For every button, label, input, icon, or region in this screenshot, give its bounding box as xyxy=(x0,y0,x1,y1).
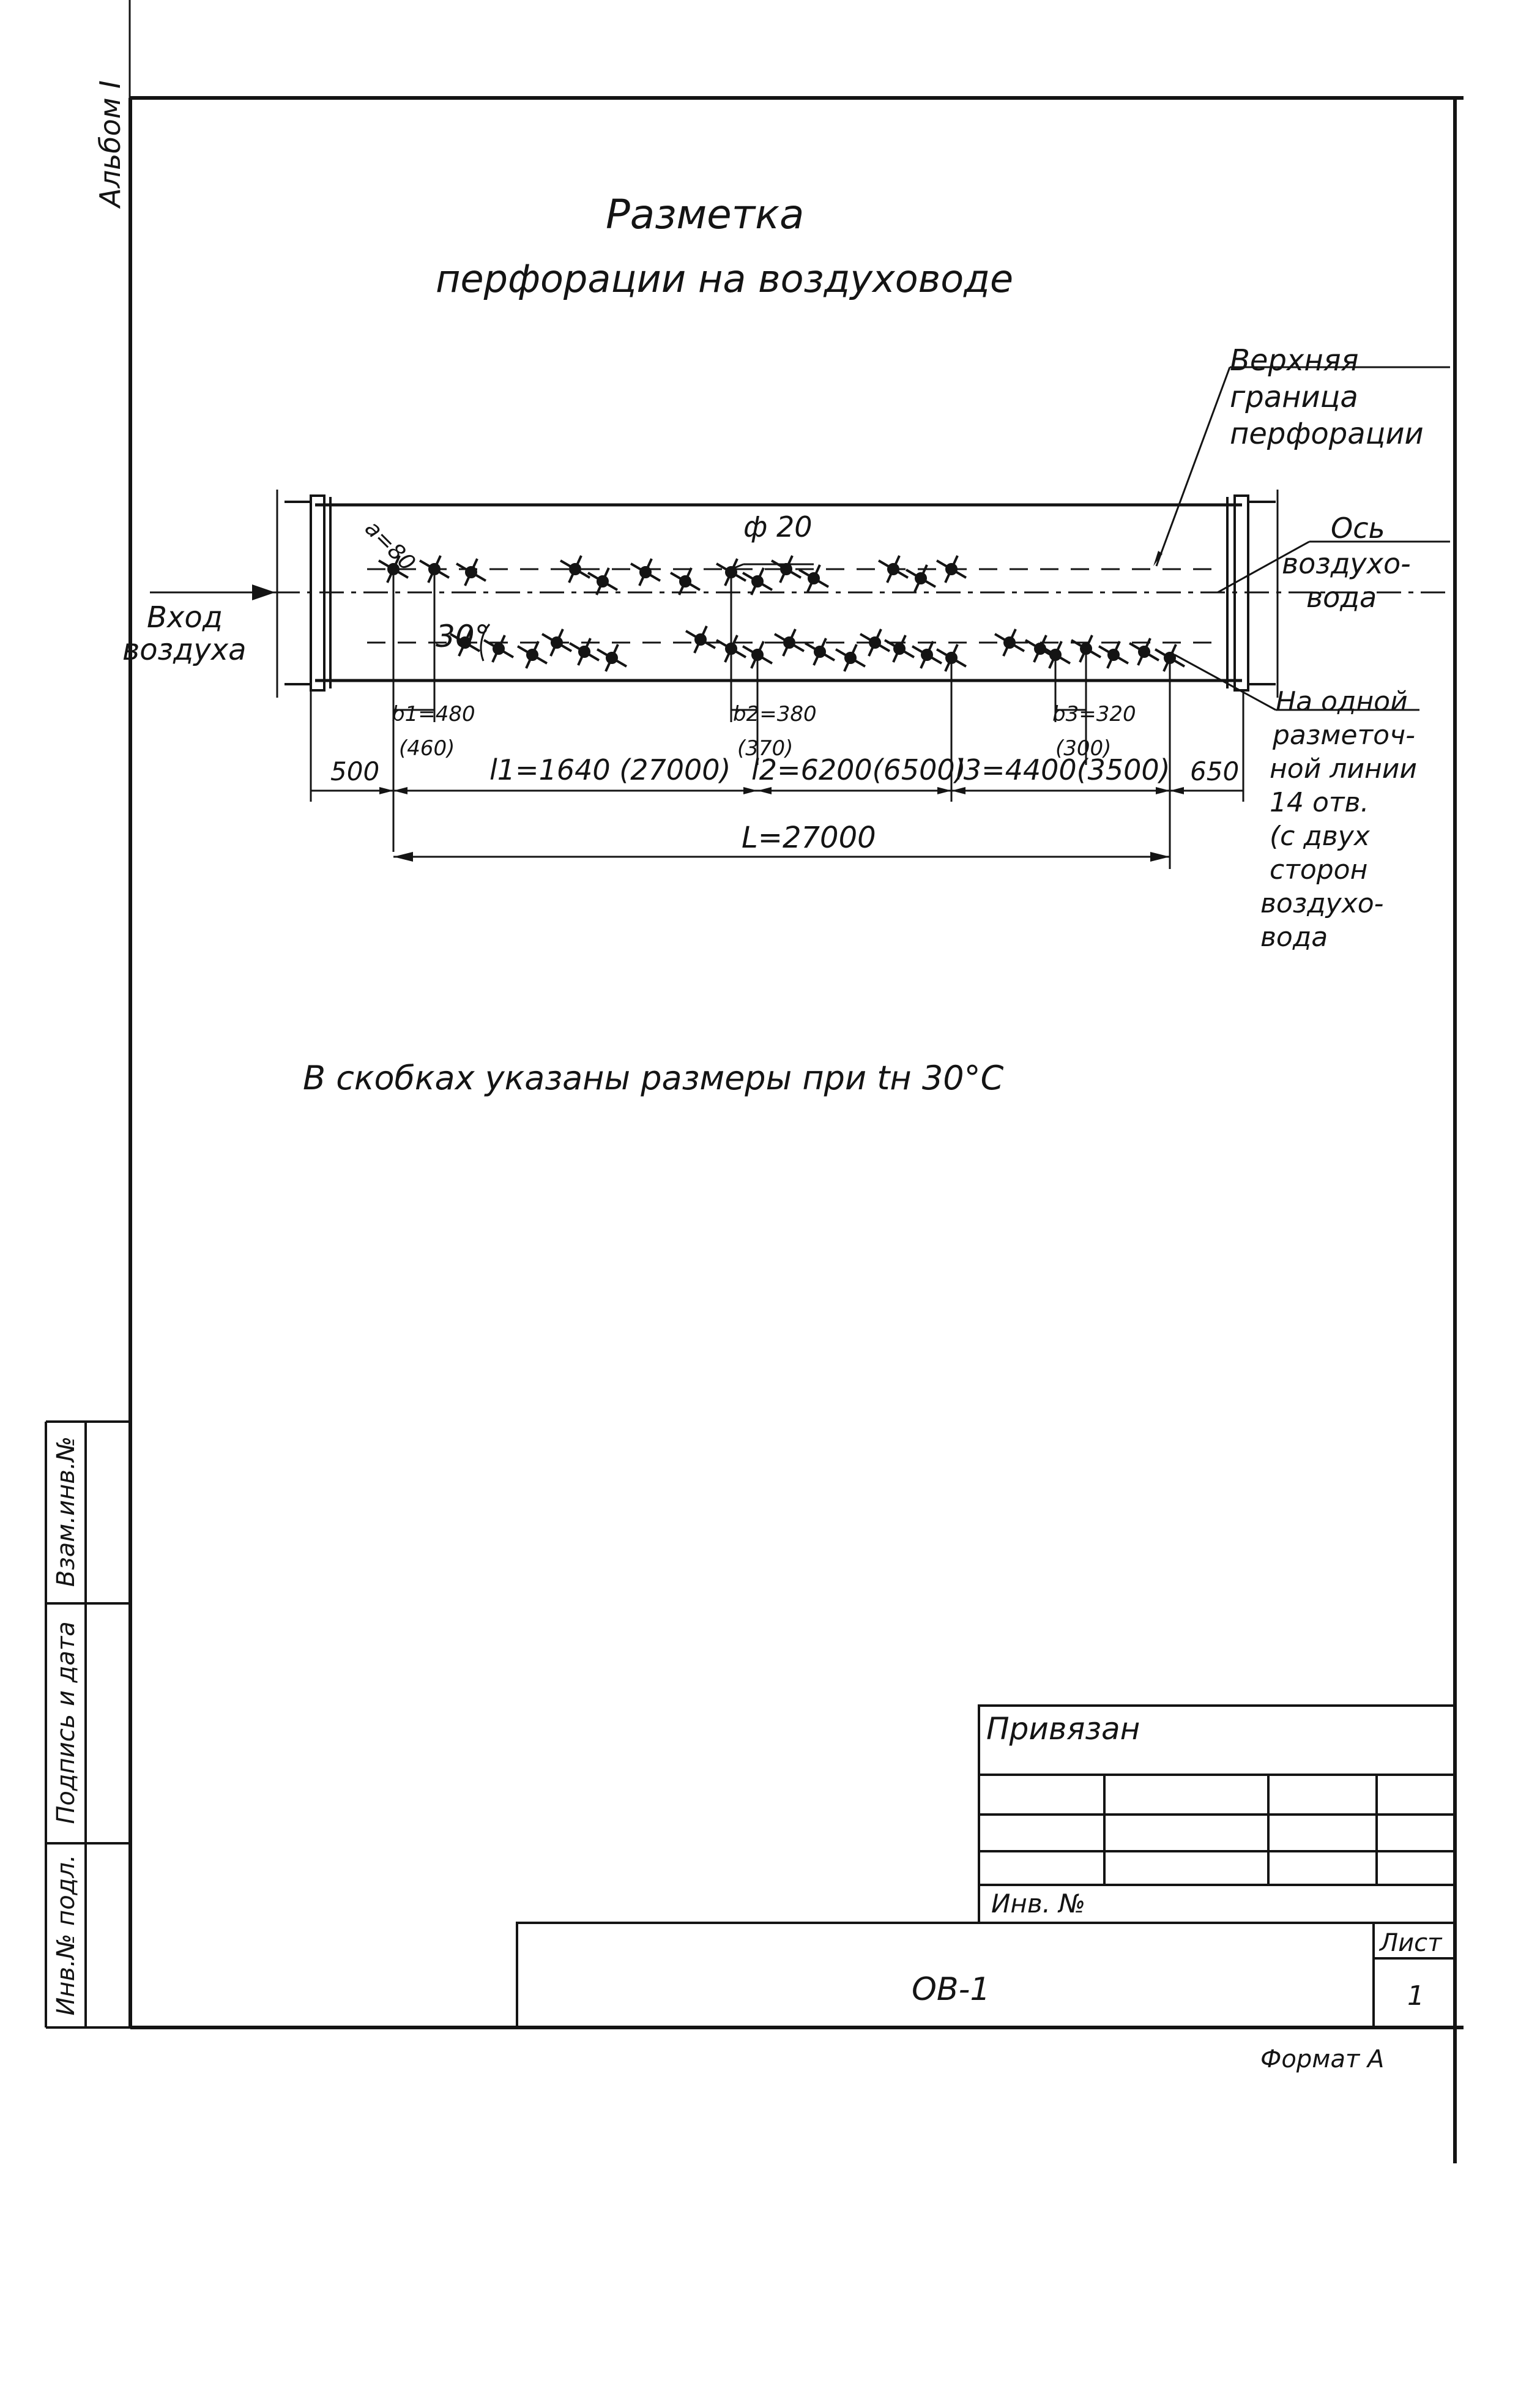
perforation-hole-mark xyxy=(568,555,582,583)
dim-angle: 30° xyxy=(436,619,490,654)
dim-l3: l3=4400(3500) xyxy=(956,753,1170,786)
perforation-hole-mark xyxy=(1048,641,1063,669)
left-flange xyxy=(310,494,325,692)
leader-upper xyxy=(1155,367,1231,567)
perforation-hole-mark xyxy=(750,641,765,669)
dim-arrow xyxy=(757,787,772,794)
dim-b2: b2=380 xyxy=(733,702,817,726)
perforation-hole-mark xyxy=(920,641,934,669)
dim-arrow xyxy=(393,852,413,862)
dim-b1-alt: (460) xyxy=(399,736,455,761)
dim-arrow xyxy=(1156,787,1170,794)
perforation-hole-mark xyxy=(491,635,506,663)
perforation-hole-mark xyxy=(1137,638,1151,666)
perforation-hole-mark xyxy=(782,629,797,657)
title-line2: перфорации на воздуховоде xyxy=(436,256,1014,301)
dim-arrow xyxy=(951,787,965,794)
perforation-hole-mark xyxy=(525,641,540,669)
inlet-arrow-head xyxy=(252,584,275,600)
perforation-hole-mark xyxy=(724,635,738,663)
album-label: Альбом I xyxy=(94,80,127,207)
perforation-hole-mark xyxy=(693,625,708,654)
leader-oneline xyxy=(1174,654,1276,711)
dim-b3-alt: (300) xyxy=(1055,736,1112,761)
perforation-hole-mark xyxy=(1106,641,1121,669)
perforation-hole-mark xyxy=(750,567,765,595)
perforation-hole-mark xyxy=(1002,629,1017,657)
stamp-privyazan: Привязан xyxy=(986,1711,1140,1747)
dim-arrow xyxy=(393,787,407,794)
perforation-hole-mark xyxy=(944,555,959,583)
perforation-hole-mark xyxy=(1033,635,1047,663)
perforation-hole-mark xyxy=(886,555,901,583)
dim-l1: l1=1640 (27000) xyxy=(489,753,731,786)
perforation-hole-mark xyxy=(604,644,619,672)
perforation-hole-mark xyxy=(724,558,738,586)
stamp-inv-no: Инв. № xyxy=(991,1889,1086,1919)
perforation-hole-mark xyxy=(1079,635,1093,663)
perforation-hole-mark xyxy=(549,629,564,657)
perforation-hole-mark xyxy=(944,644,959,672)
perforation-hole-mark xyxy=(806,564,821,592)
inv-podl-label: Инв.№ подл. xyxy=(52,1854,80,2016)
perforation-hole-mark xyxy=(386,555,401,583)
dim-b1: b1=480 xyxy=(392,702,475,726)
perforation-hole-mark xyxy=(913,564,928,592)
perforation-hole-mark xyxy=(638,558,653,586)
perforation-hole-mark xyxy=(464,558,478,586)
dim-b2-alt: (370) xyxy=(737,736,794,761)
perforation-holes xyxy=(378,555,1186,672)
vzam-inv-label: Взам.инв.№ xyxy=(52,1436,80,1587)
code-box xyxy=(516,1922,1456,2029)
perforation-hole-mark xyxy=(1162,644,1177,672)
perforation-hole-mark xyxy=(577,638,592,666)
dim-500: 500 xyxy=(330,756,380,786)
perforation-hole-mark xyxy=(868,629,882,657)
perforation-hole-mark xyxy=(892,635,907,663)
dim-L: L=27000 xyxy=(742,821,876,855)
dim-arrow xyxy=(743,787,757,794)
dim-arrow xyxy=(937,787,951,794)
stamp-list-no: 1 xyxy=(1407,1980,1424,2012)
stamp-list-label: Лист xyxy=(1380,1929,1442,1957)
perforation-hole-mark xyxy=(458,629,472,657)
dim-arrow xyxy=(1170,787,1184,794)
perforation-hole-mark xyxy=(427,555,442,583)
perforation-hole-mark xyxy=(843,644,858,672)
perforation-hole-mark xyxy=(813,638,827,666)
title-line1: Разметка xyxy=(606,191,805,238)
dim-b3: b3=320 xyxy=(1052,702,1136,726)
angle-arc xyxy=(480,624,491,662)
dim-650: 650 xyxy=(1190,756,1240,786)
stamp-format: Формат А xyxy=(1260,2045,1385,2073)
perforation-hole-mark xyxy=(678,567,693,595)
podpis-data-label: Подпись и дата xyxy=(52,1621,80,1824)
perforation-hole-mark xyxy=(595,567,610,595)
dim-arrow xyxy=(379,787,393,794)
leader-axis xyxy=(1217,540,1310,594)
dim-l2: l2=6200(6500) xyxy=(751,753,966,786)
dim-phi: ф 20 xyxy=(743,510,813,543)
stamp-code: ОВ-1 xyxy=(912,1971,991,2008)
leader-arrow xyxy=(1153,551,1162,566)
dim-arrow xyxy=(1150,852,1170,862)
perforation-hole-mark xyxy=(779,555,794,583)
note-brackets: В скобках указаны размеры при tн 30°С xyxy=(303,1059,1004,1097)
